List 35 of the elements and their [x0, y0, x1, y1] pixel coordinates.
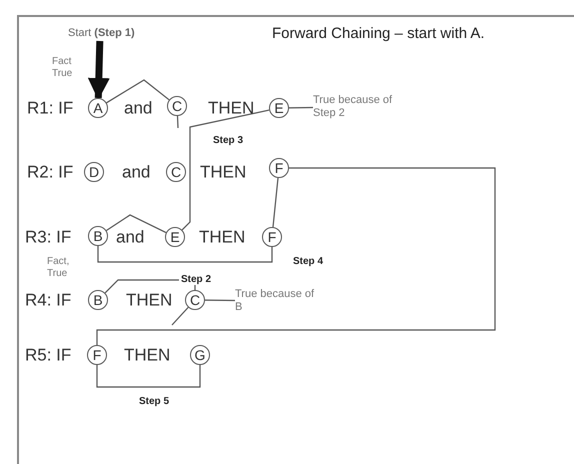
edge-label: Step 2 [179, 275, 213, 285]
edge-label: Step 4 [291, 257, 325, 267]
connector-line [106, 79, 170, 104]
connector-line [205, 300, 235, 302]
connector-line [96, 365, 201, 388]
rule-text: THEN [200, 164, 246, 180]
rule-text: and [116, 228, 144, 246]
arrow [88, 40, 110, 100]
rule-text: THEN [199, 228, 246, 246]
connector-line [96, 167, 496, 345]
rule-text: R1: IF [27, 100, 74, 116]
rule-text: R2: IF [27, 164, 74, 180]
edge-label: Step 5 [137, 397, 171, 407]
connector-line [97, 246, 273, 263]
note-text: Fact, True [47, 256, 70, 280]
rule-text: R5: IF [25, 346, 72, 364]
connector-line [106, 214, 166, 234]
connector-line [288, 106, 314, 108]
note-text: True because of Step 2 [313, 94, 394, 120]
rule-text: THEN [126, 292, 172, 308]
connector-line [176, 116, 179, 128]
start-label: Start (Step 1) [68, 28, 136, 38]
rule-text: THEN [208, 100, 254, 116]
rule-text: R3: IF [25, 228, 72, 246]
note-text: Fact True [52, 56, 74, 80]
rule-text: and [124, 100, 152, 116]
connector-line [182, 110, 270, 230]
rule-text: and [122, 164, 150, 180]
diagram-title: Forward Chaining – start with A. [272, 24, 485, 44]
rule-text: THEN [124, 346, 170, 364]
rule-text: R4: IF [25, 292, 72, 308]
note-text: True because of B [235, 288, 316, 314]
edge-label: Step 3 [211, 136, 245, 146]
connector-line [272, 178, 279, 228]
connector-line [172, 307, 189, 326]
